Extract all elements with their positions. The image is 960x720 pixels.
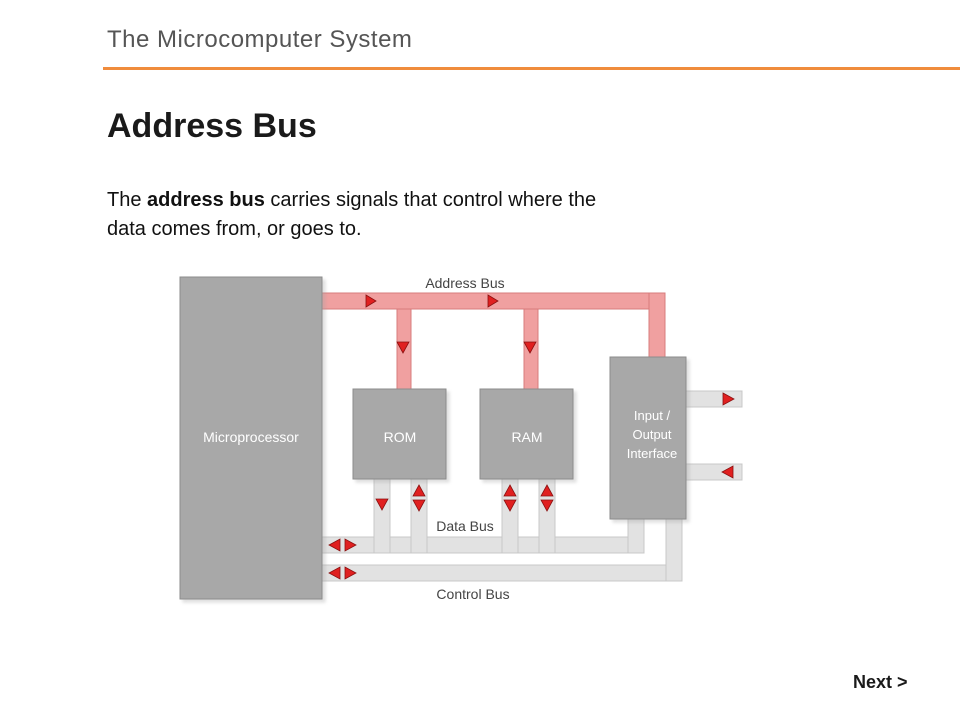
rom-label: ROM bbox=[384, 429, 417, 445]
ram-block bbox=[479, 388, 574, 480]
ram-label: RAM bbox=[511, 429, 542, 445]
arrow-left-icon bbox=[721, 465, 734, 479]
arrow-down-icon bbox=[412, 499, 426, 512]
description: The address bus carries signals that con… bbox=[107, 186, 627, 244]
arrow-up-icon bbox=[503, 484, 517, 497]
microprocessor-block bbox=[179, 276, 323, 600]
arrow-up-icon bbox=[540, 484, 554, 497]
arrow-right-icon bbox=[365, 294, 377, 308]
arrow-down-icon bbox=[523, 341, 537, 354]
arrow-down-icon bbox=[540, 499, 554, 512]
rom-block bbox=[352, 388, 447, 480]
io-label-line-1: Input / bbox=[634, 408, 671, 423]
control-bus-label: Control Bus bbox=[436, 586, 509, 602]
data-bus-label: Data Bus bbox=[436, 518, 494, 534]
microprocessor-label: Microprocessor bbox=[203, 429, 299, 445]
arrow-down-icon bbox=[503, 499, 517, 512]
processor-bus-arrows bbox=[328, 538, 357, 580]
arrow-right-icon bbox=[344, 538, 357, 552]
io-port-arrows bbox=[721, 392, 735, 479]
description-bold-term: address bus bbox=[147, 189, 265, 211]
header-title: The Microcomputer System bbox=[107, 26, 413, 53]
data-bus-arrows bbox=[375, 484, 554, 512]
io-label-line-2: Output bbox=[632, 427, 671, 442]
io-ports bbox=[685, 390, 743, 481]
page-title: Address Bus bbox=[107, 107, 317, 145]
header-divider bbox=[103, 67, 960, 70]
arrow-right-icon bbox=[487, 294, 499, 308]
data-bus bbox=[321, 474, 645, 554]
arrow-right-icon bbox=[344, 566, 357, 580]
arrow-left-icon bbox=[328, 566, 341, 580]
description-text-start: The bbox=[107, 189, 148, 211]
io-label-line-3: Interface bbox=[627, 446, 678, 461]
address-bus-arrows bbox=[365, 294, 537, 354]
address-bus-label: Address Bus bbox=[425, 275, 504, 291]
arrow-right-icon bbox=[722, 392, 735, 406]
arrow-up-icon bbox=[412, 484, 426, 497]
io-interface-block bbox=[609, 356, 687, 520]
next-button[interactable]: Next > bbox=[853, 672, 908, 692]
arrow-left-icon bbox=[328, 538, 341, 552]
arrow-down-icon bbox=[375, 498, 389, 511]
control-bus bbox=[321, 514, 683, 582]
arrow-down-icon bbox=[396, 341, 410, 354]
description-text-end: carries signals that control where the d… bbox=[107, 189, 597, 240]
